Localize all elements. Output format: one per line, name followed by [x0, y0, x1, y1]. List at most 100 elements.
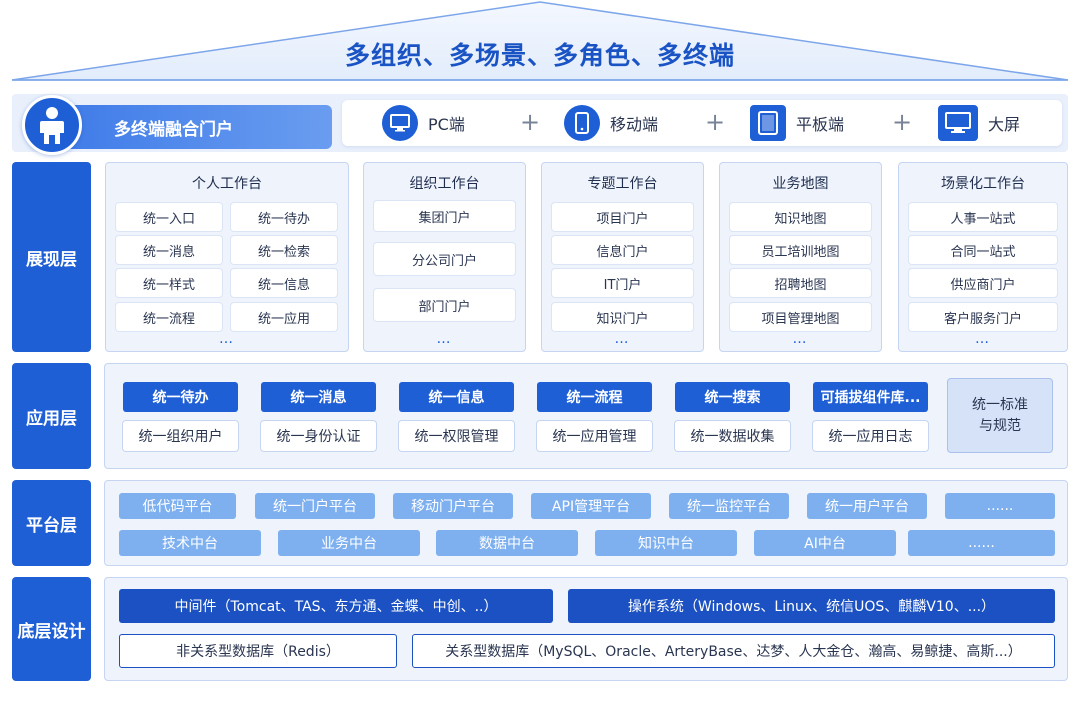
platform-chip: 技术中台 — [119, 530, 261, 556]
panel-item: 统一应用 — [231, 303, 337, 331]
page-title: 多组织、多场景、多角色、多终端 — [344, 41, 735, 70]
panel-item: 知识地图 — [730, 203, 871, 231]
more-dots: … — [614, 331, 631, 347]
panel-item: 信息门户 — [552, 236, 693, 264]
nosql-chip: 非关系型数据库（Redis） — [119, 634, 397, 668]
panel-item: 统一待办 — [231, 203, 337, 231]
plus-sign: + — [892, 108, 913, 136]
platform-chip: AI中台 — [754, 530, 896, 556]
panel-item: 供应商门户 — [909, 269, 1057, 297]
roof-shape — [11, 1, 1069, 81]
portal-label: 多终端融合门户 — [114, 120, 233, 140]
panel-item: 统一消息 — [116, 236, 222, 264]
panel-item: 招聘地图 — [730, 269, 871, 297]
plus-sign: + — [520, 108, 541, 136]
app-chip: 统一权限管理 — [399, 421, 514, 451]
panel-item: 项目门户 — [552, 203, 693, 231]
terminal-mobile: 移动端 — [564, 104, 658, 142]
standard-box: 统一标准 与规范 — [947, 378, 1053, 453]
platform-body: 低代码平台 统一门户平台 移动门户平台 API管理平台 统一监控平台 统一用户平… — [104, 480, 1068, 566]
panel-personal-workbench: 个人工作台 统一入口 统一待办 统一消息 统一检索 统一样式 统一信息 统一流程… — [105, 162, 349, 352]
platform-chip: 数据中台 — [436, 530, 578, 556]
terminal-label: PC端 — [428, 115, 465, 134]
big-screen-icon — [938, 105, 978, 141]
panel-topic-workbench: 专题工作台 项目门户 信息门户 IT门户 知识门户 … — [541, 162, 704, 352]
layer-label: 展现层 — [12, 162, 91, 352]
os-chip: 操作系统（Windows、Linux、统信UOS、麒麟V10、...） — [568, 589, 1055, 623]
panel-org-workbench: 组织工作台 集团门户 分公司门户 部门门户 … — [363, 162, 526, 352]
base-layer: 底层设计 中间件（Tomcat、TAS、东方通、金蝶、中创、..） 操作系统（W… — [12, 577, 1068, 681]
panel-item: IT门户 — [552, 269, 693, 297]
panel-item: 客户服务门户 — [909, 303, 1057, 331]
panel-title: 业务地图 — [772, 176, 829, 192]
monitor-icon — [382, 105, 418, 141]
panel-title: 专题工作台 — [587, 176, 658, 192]
app-chip: 统一身份认证 — [261, 421, 376, 451]
platform-chip: 统一门户平台 — [255, 493, 375, 519]
terminal-label: 平板端 — [796, 115, 845, 134]
terminal-tablet: 平板端 — [750, 104, 844, 142]
panel-item: 知识门户 — [552, 303, 693, 331]
app-chip: 统一组织用户 — [123, 421, 238, 451]
platform-chip: 统一监控平台 — [669, 493, 789, 519]
panel-item: 人事一站式 — [909, 203, 1057, 231]
app-chip: 统一搜索 — [675, 382, 790, 412]
application-layer: 应用层 统一待办 统一消息 统一信息 统一流程 统一搜索 可插拔组件库... 统… — [12, 363, 1068, 469]
panel-item: 统一检索 — [231, 236, 337, 264]
panel-item: 统一入口 — [116, 203, 222, 231]
application-body: 统一待办 统一消息 统一信息 统一流程 统一搜索 可插拔组件库... 统一组织用… — [104, 363, 1068, 469]
panel-business-map: 业务地图 知识地图 员工培训地图 招聘地图 项目管理地图 … — [719, 162, 882, 352]
platform-chip: 低代码平台 — [119, 493, 236, 519]
app-chip: 统一流程 — [537, 382, 652, 412]
user-icon — [22, 95, 82, 155]
plus-sign: + — [705, 108, 726, 136]
platform-layer: 平台层 低代码平台 统一门户平台 移动门户平台 API管理平台 统一监控平台 统… — [12, 480, 1068, 566]
platform-chip: 业务中台 — [278, 530, 420, 556]
terminal-bar: PC端 + 移动端 + 平板端 + 大屏 — [342, 100, 1062, 146]
panel-title: 场景化工作台 — [941, 176, 1025, 192]
app-chip: 统一应用日志 — [813, 421, 928, 451]
panel-scenario-workbench: 场景化工作台 人事一站式 合同一站式 供应商门户 客户服务门户 … — [898, 162, 1068, 352]
panel-item: 统一样式 — [116, 269, 222, 297]
more-dots: … — [975, 331, 991, 347]
terminal-label: 移动端 — [610, 115, 659, 134]
panel-item: 部门门户 — [374, 289, 515, 321]
layer-label: 应用层 — [12, 363, 91, 469]
base-body: 中间件（Tomcat、TAS、东方通、金蝶、中创、..） 操作系统（Window… — [104, 577, 1068, 681]
platform-chip: 移动门户平台 — [393, 493, 513, 519]
panel-item: 统一信息 — [231, 269, 337, 297]
panel-item: 集团门户 — [374, 201, 515, 231]
standard-line: 与规范 — [979, 417, 1021, 434]
app-chip: 统一信息 — [399, 382, 514, 412]
app-chip: 统一应用管理 — [537, 421, 652, 451]
panel-item: 项目管理地图 — [730, 303, 871, 331]
tablet-icon — [750, 105, 786, 141]
middleware-chip: 中间件（Tomcat、TAS、东方通、金蝶、中创、..） — [119, 589, 553, 623]
panel-item: 统一流程 — [116, 303, 222, 331]
platform-chip: API管理平台 — [531, 493, 651, 519]
standard-line: 统一标准 — [972, 396, 1028, 413]
layer-label: 底层设计 — [12, 577, 91, 681]
presentation-layer: 展现层 个人工作台 统一入口 统一待办 统一消息 统一检索 统一样式 统一信息 … — [12, 162, 1068, 352]
platform-chip: ...... — [945, 493, 1055, 519]
platform-chip: ...... — [908, 530, 1055, 556]
app-chip: 可插拔组件库... — [813, 382, 928, 412]
portal-user: 多终端融合门户 — [22, 95, 332, 155]
more-dots: … — [436, 331, 453, 347]
rdb-chip: 关系型数据库（MySQL、Oracle、ArteryBase、达梦、人大金仓、瀚… — [412, 634, 1055, 668]
panel-title: 组织工作台 — [409, 176, 480, 192]
layer-label: 平台层 — [12, 480, 91, 566]
platform-chip: 统一用户平台 — [807, 493, 927, 519]
more-dots: … — [792, 331, 809, 347]
terminal-label: 大屏 — [988, 115, 1021, 134]
phone-icon — [564, 105, 600, 141]
panel-item: 合同一站式 — [909, 236, 1057, 264]
terminal-pc: PC端 — [382, 104, 465, 142]
portal-user-bar — [52, 105, 332, 149]
app-chip: 统一待办 — [123, 382, 238, 412]
app-chip: 统一数据收集 — [675, 421, 790, 451]
app-chip: 统一消息 — [261, 382, 376, 412]
more-dots: … — [219, 331, 235, 347]
panel-item: 员工培训地图 — [730, 236, 871, 264]
portal-row: 多终端融合门户 PC端 + 移动端 + 平板端 — [12, 94, 1068, 155]
